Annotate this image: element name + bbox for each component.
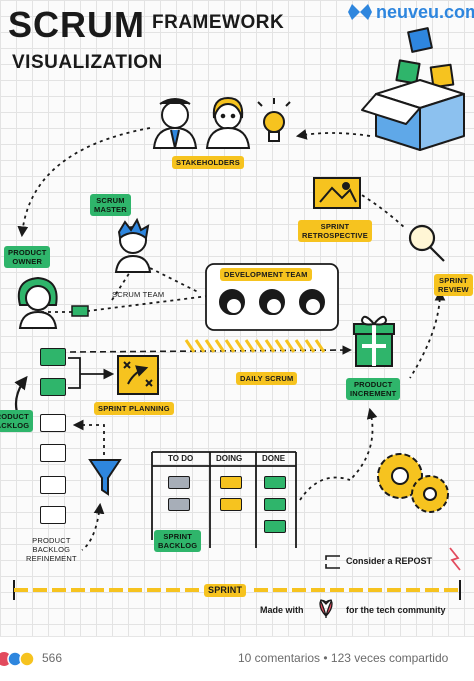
development-team-label: DEVELOPMENT TEAM [220, 268, 312, 281]
gift-icon [353, 315, 395, 367]
title-visualization: VISUALIZATION [12, 52, 163, 73]
post-footer: 566 10 comentarios • 123 veces compartid… [0, 636, 474, 681]
product-owner-icon [17, 276, 58, 329]
community-note: for the tech community [346, 605, 446, 615]
board-card [168, 476, 190, 489]
funnel-icon [88, 459, 122, 496]
sprint-label: SPRINT [204, 584, 247, 597]
sprint-review-label: SPRINT REVIEW [434, 274, 473, 296]
title-framework: FRAMEWORK [152, 12, 285, 33]
made-with-note: Made with [260, 605, 304, 615]
sprint-backlog-label: SPRINT BACKLOG [154, 530, 202, 552]
stakeholders-label: STAKEHOLDERS [172, 156, 244, 169]
reactions-icon[interactable] [0, 648, 40, 670]
board-column-done: DONE [262, 454, 286, 463]
heart-icon [319, 599, 333, 619]
product-increment-label: PRODUCT INCREMENT [346, 378, 401, 400]
stakeholders-icon [152, 96, 251, 149]
backlog-item [40, 414, 66, 432]
product-owner-label: PRODUCT OWNER [4, 246, 51, 268]
development-team-icon [219, 289, 325, 315]
repost-note: Consider a REPOST [346, 556, 433, 566]
board-card [264, 498, 286, 511]
backlog-card-icon [71, 305, 89, 317]
sprint-planning-label: SPRINT PLANNING [94, 402, 174, 415]
gears-icon [377, 453, 449, 513]
backlog-item [40, 476, 66, 494]
scrum-poster: SCRUM FRAMEWORK VISUALIZATION neuveu.com… [0, 0, 474, 636]
board-card [220, 498, 242, 511]
post-stats[interactable]: 10 comentarios • 123 veces compartido [238, 651, 449, 665]
scrum-team-label: SCRUM TEAM [112, 290, 165, 299]
sprint-retrospective-label: SPRINT RETROSPECTIVE [298, 220, 372, 242]
daily-scrum-label: DAILY SCRUM [236, 372, 298, 385]
board-card [264, 520, 286, 533]
scrum-master-label: SCRUM MASTER [90, 194, 131, 216]
board-column-doing: DOING [216, 454, 243, 463]
sprint-planning-icon [117, 355, 159, 395]
backlog-item [40, 444, 66, 462]
board-card [168, 498, 190, 511]
sprint-timeline [13, 580, 461, 600]
backlog-item [40, 506, 66, 524]
backlog-item [40, 348, 66, 366]
brand-logo-icon [348, 4, 372, 20]
spark-icon [449, 547, 461, 571]
backlog-item [40, 378, 66, 396]
brand-name[interactable]: neuveu.com [376, 2, 474, 22]
lightbulb-icon [257, 98, 291, 142]
board-card [220, 476, 242, 489]
box-icon [361, 27, 465, 151]
sprint-board [151, 451, 297, 548]
retrospective-icon [313, 177, 361, 209]
product-backlog-refinement-label: PRODUCT BACKLOG REFINEMENT [26, 536, 77, 563]
title-scrum: SCRUM [8, 4, 145, 45]
board-card [264, 476, 286, 489]
reactions-count[interactable]: 566 [42, 651, 63, 665]
product-backlog-label: PRODUCT BACKLOG [0, 410, 34, 432]
magnifier-icon [408, 224, 445, 262]
board-column-todo: TO DO [168, 454, 194, 463]
scrum-master-icon [114, 217, 152, 273]
repost-icon [325, 555, 340, 569]
